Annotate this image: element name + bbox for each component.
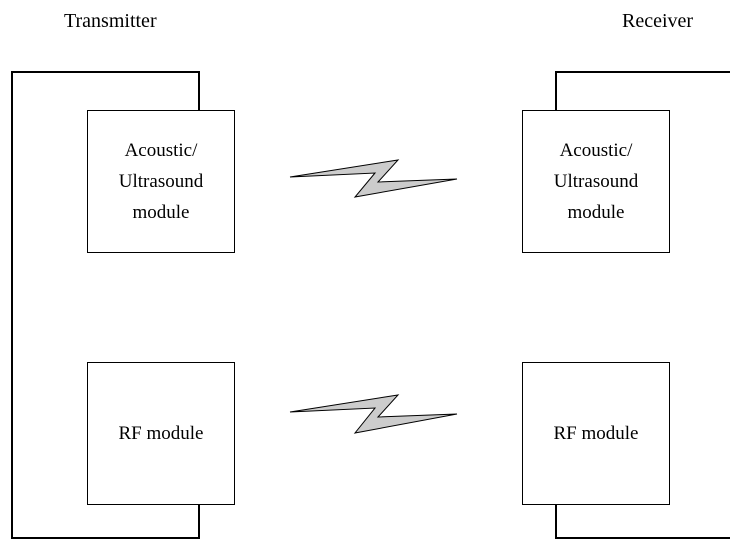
transmitter-frame-line [11,71,200,539]
rf-link-bolt-icon [289,394,458,434]
transmitter-title: Transmitter [64,10,157,32]
transmitter-rf-module-label: RF module [118,423,204,444]
transmitter-rf-module: RF module [87,362,235,505]
transmitter-acoustic-module: Acoustic/ Ultrasound module [87,110,235,253]
receiver-bottom-line [555,505,730,539]
transmitter-acoustic-module-label: Acoustic/ Ultrasound module [118,140,204,223]
acoustic-link-bolt-icon [289,159,458,198]
receiver-acoustic-module-label: Acoustic/ Ultrasound module [553,140,639,223]
receiver-frame-line [555,71,730,110]
receiver-title: Receiver [622,10,694,32]
receiver-rf-module-label: RF module [553,423,639,444]
receiver-acoustic-module: Acoustic/ Ultrasound module [522,110,670,253]
receiver-rf-module: RF module [522,362,670,505]
